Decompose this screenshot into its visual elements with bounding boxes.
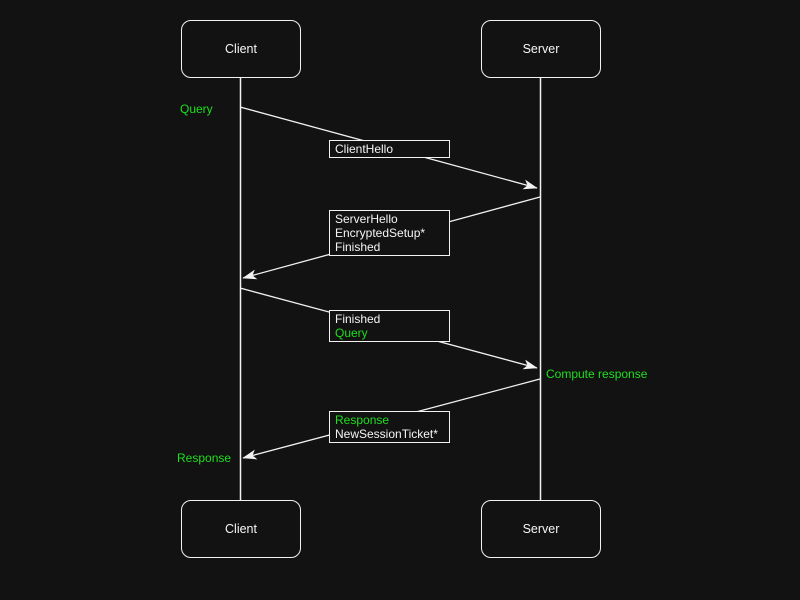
message-line: Finished	[335, 240, 381, 254]
actor-server-top: Server	[481, 20, 601, 78]
actor-client-top-label: Client	[225, 42, 257, 56]
actor-server-top-label: Server	[522, 42, 560, 56]
annotation-compute-response: Compute response	[546, 367, 648, 381]
annotation-query: Query	[180, 102, 213, 116]
message-line: NewSessionTicket*	[335, 427, 438, 441]
message-box-client-hello: ClientHello	[329, 140, 450, 158]
actor-client-bottom-label: Client	[225, 522, 257, 536]
message-line: ClientHello	[335, 142, 394, 156]
message-box-server-hello: ServerHello EncryptedSetup* Finished	[329, 210, 450, 256]
actor-server-bottom: Server	[481, 500, 601, 558]
message-box-response-ticket: Response NewSessionTicket*	[329, 411, 450, 443]
message-line: Response	[335, 413, 390, 427]
actor-client-top: Client	[181, 20, 301, 78]
message-line: Finished	[335, 312, 381, 326]
annotation-response: Response	[177, 451, 232, 465]
message-line: EncryptedSetup*	[335, 226, 426, 240]
actor-client-bottom: Client	[181, 500, 301, 558]
message-line: ServerHello	[335, 212, 398, 226]
message-line: Query	[335, 326, 368, 340]
actor-server-bottom-label: Server	[522, 522, 560, 536]
message-box-finished-query: Finished Query	[329, 310, 450, 342]
